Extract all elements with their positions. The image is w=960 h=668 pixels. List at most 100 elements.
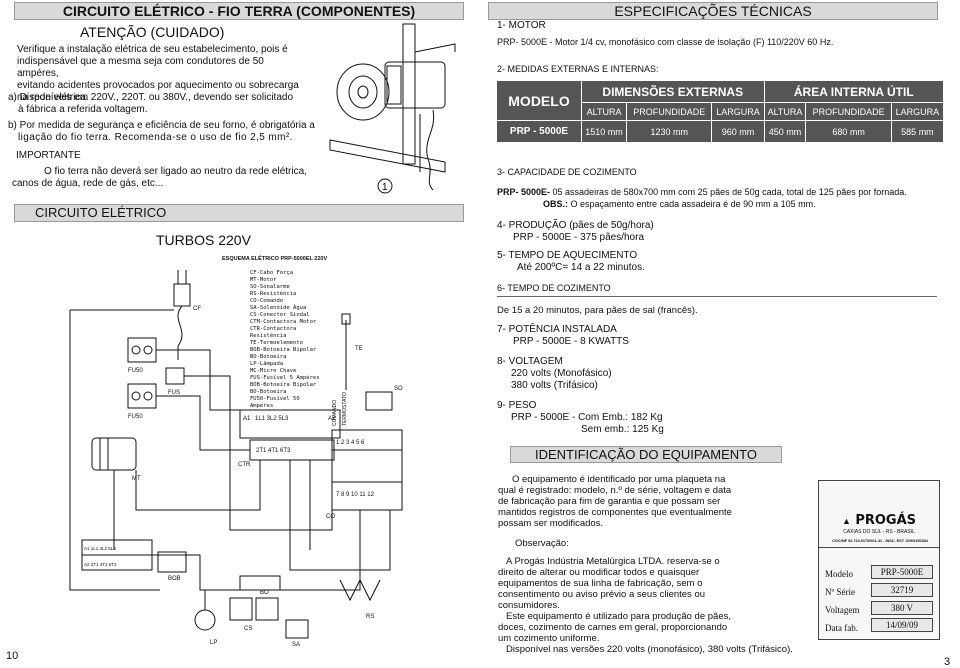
plate-brand-text: PROGÁS: [855, 513, 917, 528]
sindal-connector: [239, 575, 281, 591]
weight-line: Sem emb.: 125 Kg: [581, 424, 664, 435]
label-fu50-a: FU50: [128, 368, 143, 374]
table-cell: 450 mm: [763, 120, 807, 143]
left-header-title: CIRCUITO ELÉTRICO - FIO TERRA (COMPONENT…: [62, 3, 416, 19]
thermo-element: [341, 313, 351, 325]
capacity-line-2-bold: OBS.:: [543, 199, 569, 209]
legend-item: TE-Termoelemento: [250, 340, 303, 346]
item-b-line: ligação do fio terra. Recomenda-se o uso…: [18, 132, 293, 143]
label-vert-a: COMANDO: [332, 400, 338, 426]
contactor-ctm: [239, 409, 341, 439]
left-header-bar: CIRCUITO ELÉTRICO - FIO TERRA (COMPONENT…: [14, 2, 464, 20]
legend-item: MC-Micro Chave: [250, 368, 297, 374]
legend-item: CTM-Contactora Motor: [250, 319, 317, 325]
item-a: a) Disponíveis em 220V., 220T. ou 380V.,…: [8, 92, 308, 116]
resistance-rs: [339, 578, 381, 602]
important-label: IMPORTANTE: [16, 150, 81, 161]
table-modelo: MODELO: [496, 80, 582, 121]
label-vert-b: TERMOSTATO: [342, 392, 348, 426]
label-co-top: 1 2 3 4 5 6: [336, 440, 365, 446]
power-title: 7- POTÊNCIA INSTALADA: [497, 324, 617, 335]
plate-brand: ▲ PROGÁS: [819, 511, 939, 529]
legend-item: BOB-Botoeira Bipolar: [250, 347, 317, 353]
measures-title: 2- MEDIDAS EXTERNAS E INTERNAS:: [497, 64, 659, 74]
motor-title: 1- MOTOR: [497, 20, 546, 31]
cook-title: 6- TEMPO DE COZIMENTO: [497, 283, 611, 293]
cook-divider: [497, 296, 937, 297]
table-col: PROFUNDIDADE: [805, 102, 892, 121]
schema-legend: CF-Cabo Força MT-Motor SO-Sonalarme RS-R…: [250, 270, 320, 410]
push-button-bo: [229, 597, 253, 621]
voltage-line: 380 volts (Trifásico): [511, 380, 598, 391]
plate-value: 380 V: [871, 601, 933, 615]
attention-title: ATENÇÃO (CUIDADO): [80, 24, 225, 40]
legend-item: SO-Sonalarme: [250, 284, 290, 290]
capacity-title: 3- CAPACIDADE DE COZIMENTO: [497, 167, 637, 177]
motor-body: [336, 63, 390, 121]
label-te: TE: [355, 346, 363, 352]
table-int-header: ÁREA INTERNA ÚTIL: [763, 80, 945, 103]
item-b-line: b) Por medida de segurança e eficiência …: [8, 120, 315, 131]
legend-item: BOB-Botoeira Bipolar: [250, 382, 317, 388]
legend-item: BO-Botoeira: [250, 354, 287, 360]
plate-label: Modelo: [825, 569, 853, 579]
label-rs: RS: [366, 614, 374, 620]
plate-city: CAXIAS DO SUL - RS - BRASIL: [843, 529, 915, 535]
label-co: CO: [326, 514, 335, 520]
legend-item: BO-Botoeira: [250, 389, 287, 395]
table-col: LARGURA: [711, 102, 765, 121]
legend-item: CTR-Contactora Resistência: [250, 326, 297, 339]
ident-header-title: IDENTIFICAÇÃO DO EQUIPAMENTO: [535, 447, 757, 462]
solenoid-sa: [285, 619, 309, 639]
table-col: LARGURA: [890, 102, 945, 121]
label-bob: BOB: [168, 576, 181, 582]
plate-divider: [819, 547, 939, 548]
legend-item: CF-Cabo Força: [250, 270, 294, 276]
dimensions-table: MODELO DIMENSÕES EXTERNAS ÁREA INTERNA Ú…: [496, 80, 945, 143]
label-so: SO: [394, 386, 403, 392]
capacity-line-2: OBS.: O espaçamento entre cada assadeira…: [497, 198, 947, 210]
ident-line: mantidos registros de componentes que ev…: [498, 507, 732, 518]
production-text: PRP - 5000E - 375 pães/hora: [513, 232, 645, 243]
important-line: O fio terra não deverá ser ligado ao neu…: [44, 166, 307, 177]
right-page-number: 3: [944, 656, 951, 668]
label-a2: A2: [328, 416, 336, 422]
attention-line: indispensável que a mesma seja com condu…: [17, 56, 264, 79]
label-cf: CF: [193, 306, 201, 312]
obs-line: doces, cozimento de carnes em geral, pro…: [498, 622, 728, 633]
label-fus: FUS: [168, 390, 180, 396]
label-t-row: 2T1 4T1 6T3: [256, 448, 291, 454]
production-title: 4- PRODUÇÃO (pães de 50g/hora): [497, 220, 654, 231]
obs-text: A Progás Indústria Metalúrgica LTDA. res…: [498, 556, 828, 655]
plate-value: 32719: [871, 583, 933, 597]
plate-value: 14/09/09: [871, 618, 933, 632]
voltage-title: 8- VOLTAGEM: [497, 356, 563, 367]
alarm-so: [365, 391, 393, 411]
obs-line: consentimento ou aviso prévio a seus cli…: [498, 589, 706, 600]
obs-line: Disponível nas versões 220 volts (monofá…: [506, 644, 793, 655]
plate-cnpj: CGC/MF 92.724.017/0001-41 - INSC. EST. 0…: [832, 539, 928, 543]
important-text: O fio terra não deverá ser ligado ao neu…: [12, 166, 312, 190]
plate-label: Voltagem: [825, 605, 860, 615]
circuit-header-title: CIRCUITO ELÉTRICO: [35, 205, 167, 220]
obs-line: A Progás Indústria Metalúrgica LTDA. res…: [506, 556, 720, 567]
label-mini-top: A1 1L1 3L2 5L3: [84, 546, 116, 551]
legend-item: RS-Resistência: [250, 291, 297, 297]
label-fu50-b: FU50: [128, 414, 143, 420]
power-block: 7- POTÊNCIA INSTALADA PRP - 5000E - 8 KW…: [497, 324, 629, 348]
item-a-line: à fábrica a referida voltagem.: [18, 104, 148, 115]
label-co-bot: 7 8 9 10 11 12: [336, 492, 375, 498]
motor-illustration: 1: [329, 23, 456, 194]
ident-line: possam ser modificados.: [498, 518, 604, 529]
capacity-line-1-bold: PRP- 5000E-: [497, 187, 551, 197]
capacity-line-2-text: O espaçamento entre cada assadeira é de …: [568, 199, 816, 209]
table-col: ALTURA: [763, 102, 807, 121]
attention-line: na rede elétrica.: [17, 92, 89, 103]
table-cell: 1510 mm: [580, 120, 628, 143]
legend-item: FU50-Fusível 50 Ampéres: [250, 396, 300, 409]
obs-line: direito de alterar ou modificar todos e …: [498, 567, 700, 578]
turbos-label: TURBOS 220V: [156, 232, 251, 248]
label-a1: A1: [243, 416, 251, 422]
motor-mt: [91, 437, 137, 471]
figure-number: 1: [382, 182, 388, 193]
